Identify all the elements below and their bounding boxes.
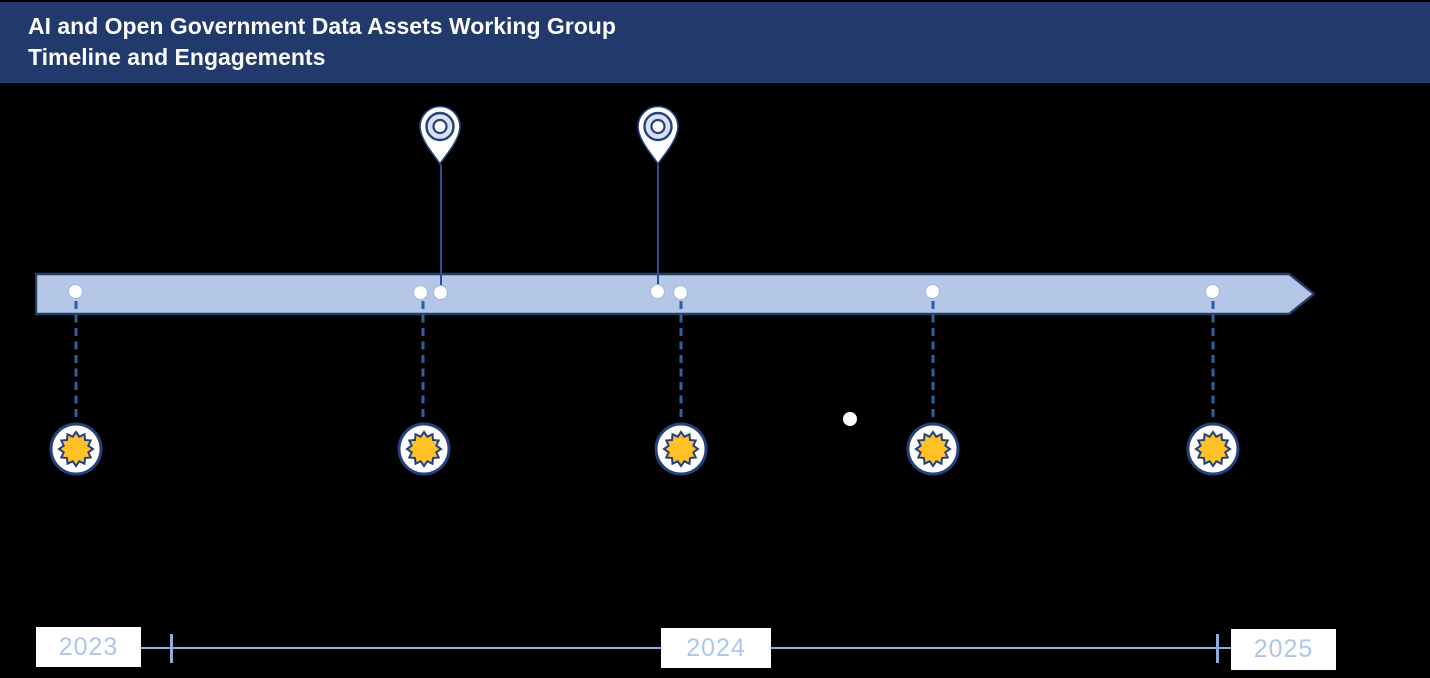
year-label-text: 2024 — [686, 633, 746, 662]
starburst-icon — [49, 422, 103, 476]
slide-title-line2: Timeline and Engagements — [28, 44, 326, 70]
map-pin-icon — [418, 105, 462, 166]
timeline-dot — [1205, 284, 1220, 299]
starburst-icon — [906, 422, 960, 476]
starburst-icon — [1186, 422, 1240, 476]
year-label-2023: 2023 — [36, 627, 141, 667]
timeline-dot — [925, 284, 940, 299]
timeline-dot — [68, 284, 83, 299]
year-label-text: 2025 — [1253, 635, 1314, 663]
year-label-2025: 2025 — [1231, 629, 1336, 670]
timeline-dot — [413, 285, 428, 300]
map-pin-icon — [636, 105, 680, 166]
year-label-2024: 2024 — [661, 628, 771, 668]
slide-title-line1: AI and Open Government Data Assets Worki… — [28, 13, 616, 39]
timeline-dot — [650, 284, 665, 299]
title-banner: AI and Open Government Data Assets Worki… — [0, 2, 1430, 83]
timeline-dot — [433, 285, 448, 300]
starburst-icon — [397, 422, 451, 476]
year-label-text: 2023 — [58, 632, 119, 661]
year-axis-tick — [1216, 634, 1219, 663]
stray-dot — [843, 412, 857, 426]
starburst-icon — [654, 422, 708, 476]
year-axis-tick — [170, 634, 173, 663]
timeline-dot — [673, 285, 688, 300]
